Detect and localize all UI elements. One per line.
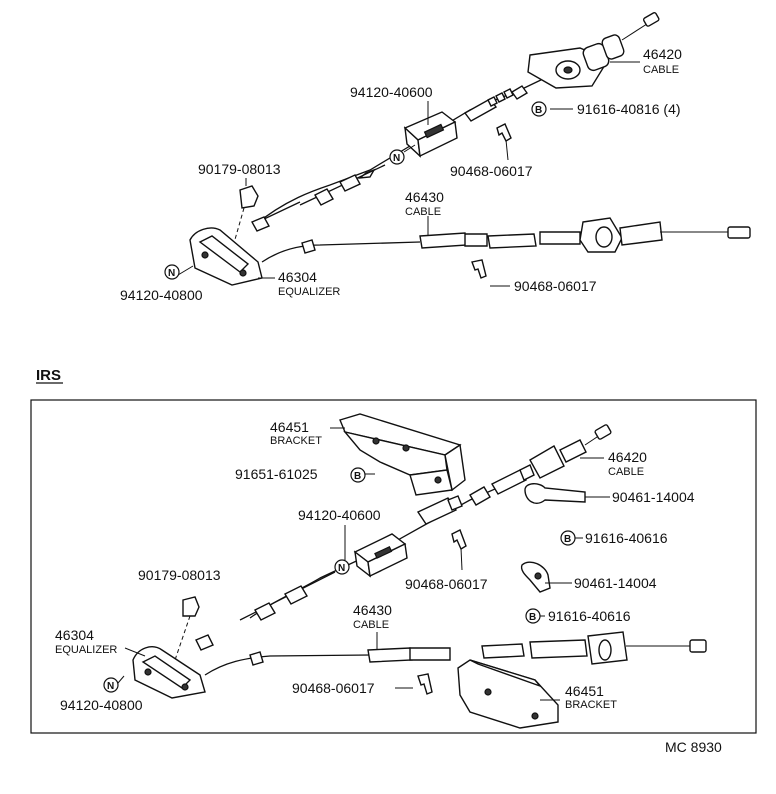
top-assembly: 46420 CABLE B 91616-40816 (4) 94120-4060… xyxy=(120,12,751,303)
svg-text:B: B xyxy=(564,534,571,545)
irs-assembly: 46451 BRACKET 91651-61025 B 46420 CABLE … xyxy=(55,413,707,729)
svg-text:B: B xyxy=(535,105,542,116)
irs-bracket-lower-desc: BRACKET xyxy=(565,699,617,711)
irs-clip-a-drawing xyxy=(451,529,467,551)
irs-nut-40800-number: 94120-40800 xyxy=(60,697,143,713)
top-cable-46430-number: 46430 xyxy=(405,189,444,205)
top-bushing-number: 90179-08013 xyxy=(198,161,281,177)
svg-text:N: N xyxy=(393,153,400,164)
irs-bracket-lower-number: 46451 xyxy=(565,683,604,699)
top-clip-b-number: 90468-06017 xyxy=(514,278,597,294)
irs-bracket-upper-number: 46451 xyxy=(270,419,309,435)
irs-nut-40800-badge: N xyxy=(103,677,119,693)
irs-nut-40600-number: 94120-40600 xyxy=(298,507,381,523)
irs-cable-46430-number: 46430 xyxy=(353,602,392,618)
top-nut-40600-badge: N xyxy=(389,149,405,165)
top-cable-46420-number: 46420 xyxy=(643,46,682,62)
irs-clip-90461-b-number: 90461-14004 xyxy=(574,575,657,591)
irs-bolt-91651-number: 91651-61025 xyxy=(235,466,318,482)
irs-cable-46430-drawing xyxy=(204,631,707,676)
irs-clip-90461-a-number: 90461-14004 xyxy=(612,489,695,505)
irs-nut-40600-badge: N xyxy=(334,559,350,575)
top-bolt-91616-number: 91616-40816 (4) xyxy=(577,101,681,117)
irs-bolt-91616-b-number: 91616-40616 xyxy=(548,608,631,624)
top-nut-40800-badge: N xyxy=(164,264,180,280)
top-equalizer-number: 46304 xyxy=(278,269,317,285)
top-equalizer-desc: EQUALIZER xyxy=(278,286,340,298)
top-clip-a-number: 90468-06017 xyxy=(450,163,533,179)
top-cable-46430-drawing xyxy=(261,217,751,263)
top-bushing-drawing xyxy=(239,185,259,209)
top-cable-46430-desc: CABLE xyxy=(405,206,441,218)
irs-clip-b-number: 90468-06017 xyxy=(292,680,375,696)
irs-equalizer-number: 46304 xyxy=(55,627,94,643)
top-bolt-badge: B xyxy=(531,101,547,117)
irs-heading: IRS xyxy=(36,367,61,384)
top-nut-94120-40600-number: 94120-40600 xyxy=(350,84,433,100)
top-adjuster-block xyxy=(403,111,458,158)
irs-bushing-drawing xyxy=(182,596,200,617)
svg-text:N: N xyxy=(338,563,345,574)
irs-lower-bracket-drawing xyxy=(457,659,559,729)
irs-cable-46420-desc: CABLE xyxy=(608,466,644,478)
top-clip-b-drawing xyxy=(471,259,487,279)
svg-text:N: N xyxy=(107,681,114,692)
irs-bushing-number: 90179-08013 xyxy=(138,567,221,583)
irs-bracket-upper-desc: BRACKET xyxy=(270,435,322,447)
figure-code: MC 8930 xyxy=(665,739,722,755)
irs-clip-90461-a-drawing xyxy=(524,483,586,504)
irs-equalizer-desc: EQUALIZER xyxy=(55,644,117,656)
svg-text:B: B xyxy=(529,612,536,623)
top-clip-a-drawing xyxy=(496,123,512,142)
irs-upper-bracket-drawing xyxy=(339,413,466,496)
irs-bolt-91651-badge: B xyxy=(350,467,366,483)
irs-clip-b-drawing xyxy=(417,673,433,695)
irs-bolt-91616-a-number: 91616-40616 xyxy=(585,530,668,546)
irs-equalizer-drawing xyxy=(132,634,214,699)
svg-text:B: B xyxy=(354,471,361,482)
top-nut-94120-40800-number: 94120-40800 xyxy=(120,287,203,303)
top-cable-46420-drawing xyxy=(254,12,660,226)
top-cable-46420-desc: CABLE xyxy=(643,64,679,76)
irs-bolt-91616-b-badge: B xyxy=(525,608,541,624)
irs-adjuster-block xyxy=(353,533,408,578)
irs-clip-a-number: 90468-06017 xyxy=(405,576,488,592)
svg-text:N: N xyxy=(168,268,175,279)
irs-cable-46420-number: 46420 xyxy=(608,449,647,465)
irs-bolt-91616-a-badge: B xyxy=(560,530,576,546)
irs-cable-46430-desc: CABLE xyxy=(353,619,389,631)
irs-frame xyxy=(30,399,757,734)
top-equalizer-drawing xyxy=(189,201,301,286)
